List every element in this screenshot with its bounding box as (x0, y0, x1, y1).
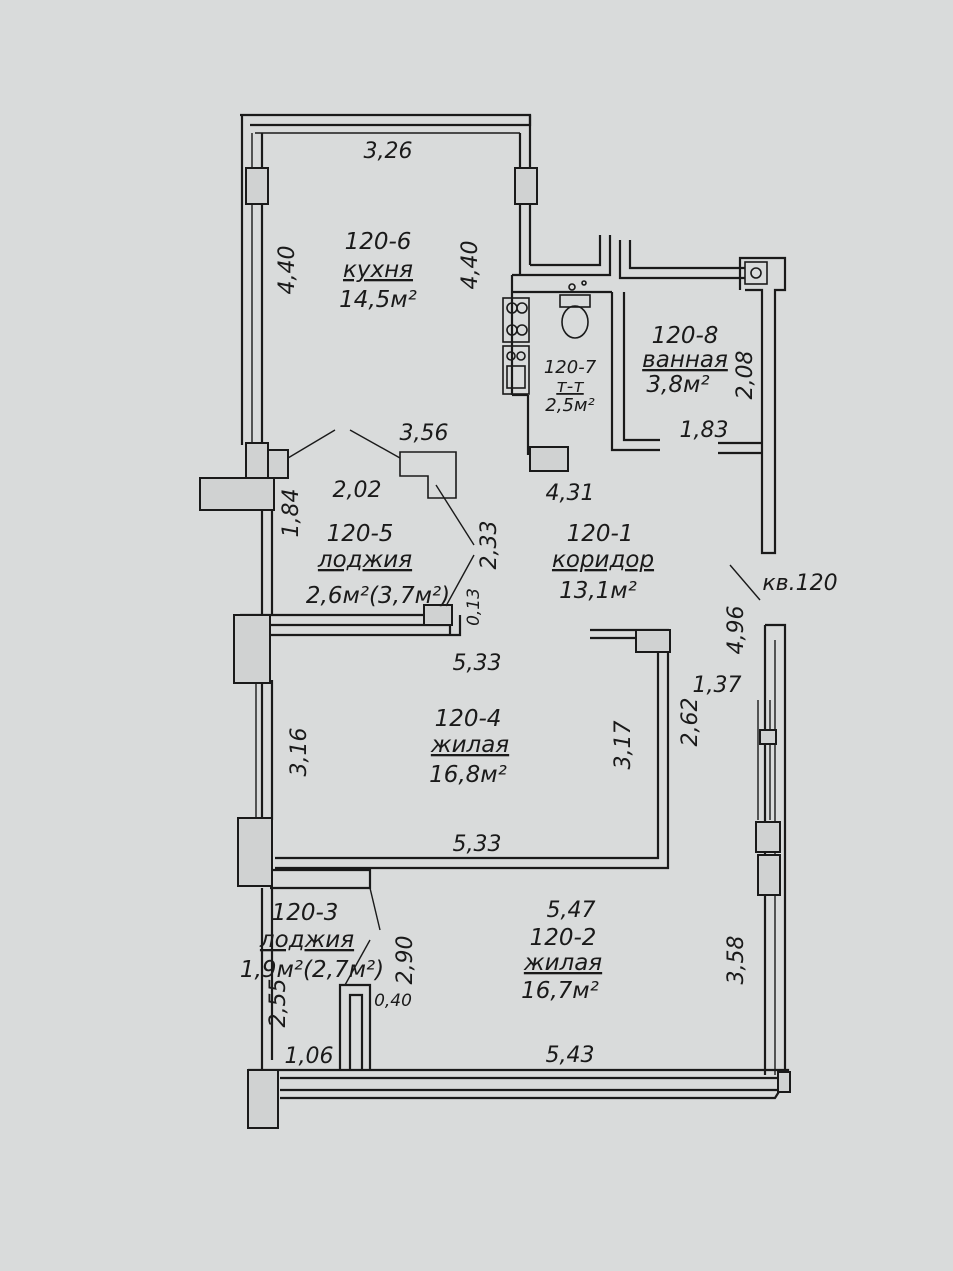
dim-living-1-bottom: 5,33 (453, 832, 502, 857)
room-kitchen: 120-6 кухня 14,5м² (339, 229, 417, 313)
dim-loggia-2-bottom: 1,06 (285, 1044, 334, 1069)
room-bathroom: 120-8 ванная 3,8м² (642, 323, 728, 398)
room-loggia-1-name: лоджия (317, 547, 412, 573)
room-corridor-area: 13,1м² (559, 578, 637, 604)
room-living-1-id: 120-4 (435, 706, 502, 732)
room-corridor-id: 120-1 (567, 521, 634, 547)
room-living-2-area: 16,7м² (521, 978, 599, 1004)
dim-living-2-right: 3,58 (724, 936, 749, 985)
sink-icon (502, 345, 530, 395)
room-living-2-id: 120-2 (530, 925, 597, 951)
room-living-1: 120-4 жилая 16,8м² (429, 706, 509, 788)
dim-loggia-1-right: 2,33 (477, 521, 502, 570)
room-loggia-2-id: 120-3 (272, 900, 339, 926)
dim-living-1-top: 5,33 (453, 651, 502, 676)
room-kitchen-id: 120-6 (345, 229, 412, 255)
dim-corridor-right: 4,96 (724, 606, 749, 655)
dim-living-2-bottom: 5,43 (546, 1043, 595, 1068)
dim-loggia-1-width: 2,02 (333, 478, 382, 503)
room-living-2: 120-2 жилая 16,7м² (521, 925, 602, 1004)
room-loggia-1-id: 120-5 (327, 521, 394, 547)
dim-corridor-width: 4,31 (546, 481, 595, 506)
room-bathroom-area: 3,8м² (646, 372, 709, 398)
dim-living-1-right: 3,17 (611, 721, 636, 770)
dim-loggia-1-diag: 3,56 (400, 421, 449, 446)
dim-kitchen-right: 4,40 (458, 241, 483, 290)
room-bathroom-name: ванная (642, 347, 728, 373)
room-toilet: 120-7 т-т 2,5м² (544, 357, 597, 416)
dim-bath-width: 1,83 (680, 418, 729, 443)
room-toilet-id: 120-7 (544, 357, 597, 378)
dim-loggia-2-height: 2,90 (393, 936, 418, 985)
room-living-1-area: 16,8м² (429, 762, 507, 788)
dim-kitchen-left: 4,40 (275, 246, 300, 295)
room-loggia-2-name: лоджия (259, 927, 354, 953)
wall-blocks (199, 167, 791, 1129)
room-corridor-name: коридор (552, 547, 654, 573)
room-living-1-name: жилая (430, 732, 509, 758)
room-kitchen-area: 14,5м² (339, 287, 417, 313)
apartment-label: кв.120 (762, 571, 837, 596)
dim-corridor-lower: 2,62 (678, 698, 703, 747)
dim-kitchen-top: 3,26 (364, 139, 413, 164)
room-kitchen-name: кухня (343, 257, 413, 283)
room-loggia-2-area: 1,9м²(2,7м²) (240, 957, 384, 983)
room-loggia-1-area: 2,6м²(3,7м²) (306, 583, 450, 609)
dim-loggia-1-small: 0,13 (464, 588, 484, 626)
room-corridor: 120-1 коридор 13,1м² (552, 521, 654, 604)
dim-bath-height: 2,08 (733, 351, 758, 400)
dim-corridor-niche: 1,37 (693, 673, 742, 698)
door-swing-lines (287, 429, 761, 986)
dimensions: 3,26 4,40 4,40 2,08 1,83 3,56 2,02 1,84 … (266, 139, 758, 1069)
dim-loggia-2-left: 2,55 (266, 979, 291, 1028)
drain-icon (744, 261, 768, 285)
dim-loggia-2-small: 0,40 (374, 991, 412, 1011)
fixtures (502, 261, 768, 395)
dim-living-1-left: 3,16 (287, 728, 312, 777)
room-toilet-name: т-т (556, 376, 584, 397)
room-living-2-name: жилая (523, 950, 602, 976)
dim-loggia-1-left: 1,84 (279, 489, 304, 538)
toilet-icon (559, 280, 591, 339)
dim-living-2-top: 5,47 (547, 898, 596, 923)
stove-icon (502, 297, 530, 343)
room-bathroom-id: 120-8 (652, 323, 719, 349)
room-loggia-2: 120-3 лоджия 1,9м²(2,7м²) (240, 900, 384, 983)
room-toilet-area: 2,5м² (545, 395, 594, 416)
room-loggia-1: 120-5 лоджия 2,6м²(3,7м²) (306, 521, 450, 609)
